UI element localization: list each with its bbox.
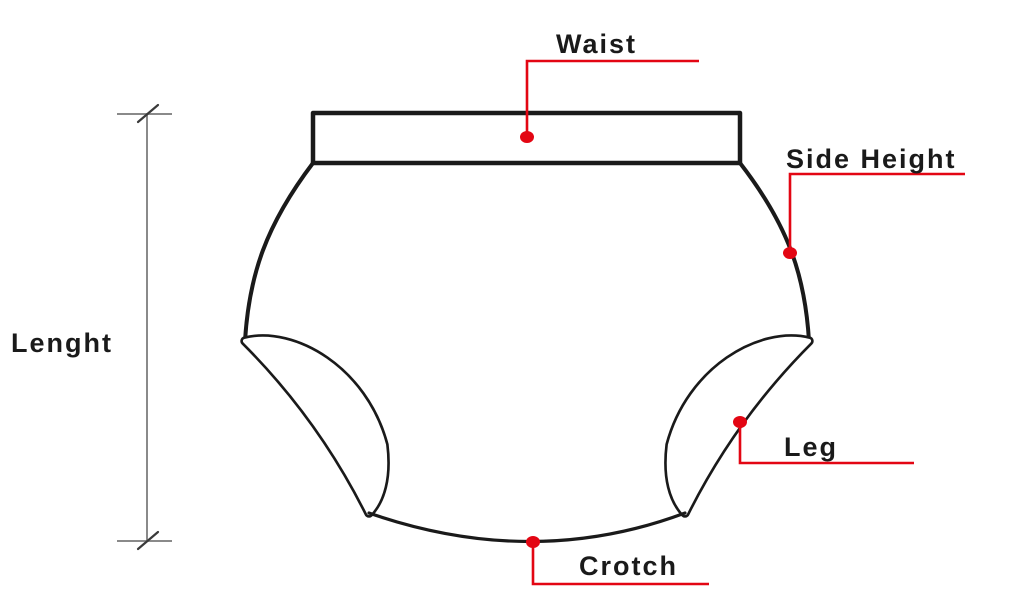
left-leg-opening-hem-inner — [242, 336, 388, 516]
side-height-label: Side Height — [786, 144, 957, 174]
waist-label: Waist — [556, 29, 638, 59]
garment-outline — [240, 110, 814, 544]
crotch-curve — [367, 511, 687, 544]
leg-label: Leg — [784, 432, 839, 462]
side-height-point-dot — [783, 247, 797, 259]
left-side-seam — [243, 161, 315, 343]
right-side-seam — [738, 161, 811, 343]
crotch-label: Crotch — [579, 551, 678, 581]
right-leg-opening-hem-inner — [666, 336, 812, 516]
crotch-point-dot — [526, 536, 540, 548]
length-dimension-bottom-slash — [136, 530, 160, 551]
crotch-pointer-line — [531, 542, 709, 586]
waist-point-dot — [520, 131, 534, 143]
length-dimension-line — [117, 103, 172, 551]
waist-pointer-line — [525, 59, 699, 137]
length-dimension-top-slash — [136, 103, 160, 124]
side-height-pointer-line — [788, 172, 965, 253]
leg-pointer-line — [738, 422, 914, 465]
measurement-pointers — [520, 59, 965, 586]
length-label: Lenght — [11, 328, 113, 358]
leg-point-dot — [733, 416, 747, 428]
